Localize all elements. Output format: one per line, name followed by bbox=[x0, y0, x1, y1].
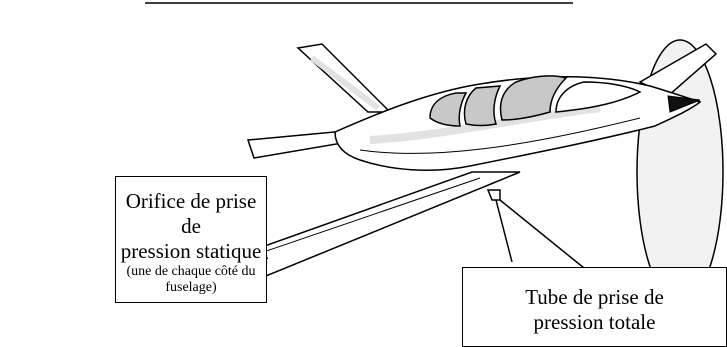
static-port-label: Orifice de prise de pression statique (u… bbox=[115, 176, 267, 303]
pitot-tube-label-line2: pression totale bbox=[533, 310, 656, 334]
fuselage-highlight bbox=[369, 104, 601, 144]
canopy-window-2 bbox=[463, 85, 502, 127]
canopy-window-1 bbox=[429, 92, 468, 127]
windshield bbox=[555, 81, 642, 113]
pitot-tube-label-line1: Tube de prise de bbox=[525, 285, 664, 309]
wing-leading-edge bbox=[239, 177, 481, 261]
static-port-note-line2: fuselage) bbox=[165, 280, 217, 295]
spinner-icon bbox=[667, 95, 701, 113]
canopy-window-3 bbox=[499, 75, 568, 121]
near-wing bbox=[230, 171, 521, 277]
static-port-label-line1: Orifice de prise de bbox=[125, 189, 257, 238]
stabilizer-highlight bbox=[310, 55, 380, 111]
static-port-label-line2: pression statique bbox=[120, 239, 262, 263]
pitot-leader bbox=[495, 199, 585, 269]
belly-line bbox=[359, 117, 641, 154]
pitot-tube-label: Tube de prise de pression totale bbox=[462, 267, 727, 347]
pitot-tube-icon bbox=[486, 189, 501, 201]
horizontal-stabilizer bbox=[296, 43, 392, 113]
static-port-note-line1: (une de chaque côté du bbox=[126, 264, 256, 279]
